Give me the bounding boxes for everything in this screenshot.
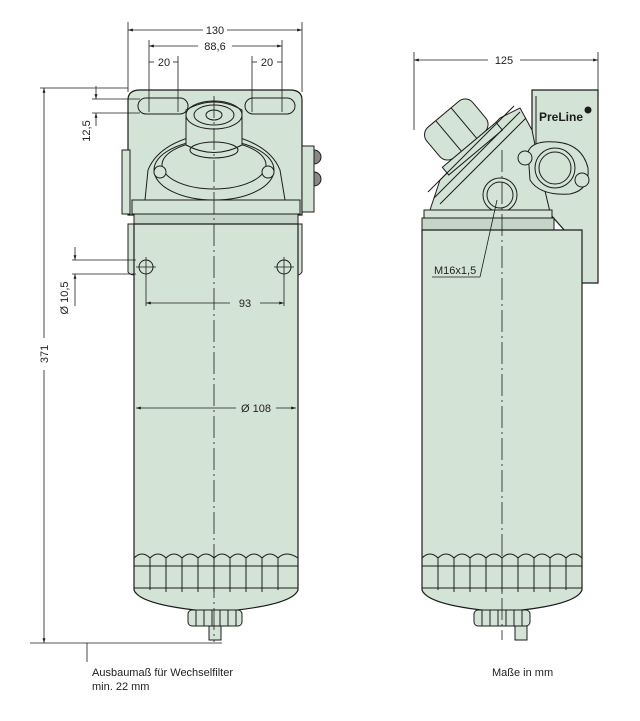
dim-mount-hole-spacing: 93 <box>239 298 251 310</box>
slot-left <box>137 97 189 115</box>
dim-overall-height: 371 <box>39 345 51 363</box>
side-view <box>421 89 599 641</box>
dim-hole-spacing-top: 88,6 <box>204 41 225 53</box>
dim-slot-right: 20 <box>261 57 273 69</box>
front-dimension-labels: 130 88,6 20 20 12,5 Ø 10,5 93 Ø 108 371 <box>39 25 273 415</box>
removal-clearance-note: Ausbaumaß für Wechselfilter min. 22 mm <box>92 666 233 694</box>
outlet-port <box>482 177 518 213</box>
front-view <box>121 89 322 641</box>
dim-overall-depth: 125 <box>495 55 513 67</box>
note-line-1: Ausbaumaß für Wechselfilter <box>92 667 234 679</box>
dim-slot-left: 20 <box>158 57 170 69</box>
dim-mount-hole-dia: Ø 10,5 <box>59 281 71 314</box>
note-line-2: min. 22 mm <box>92 681 150 693</box>
slot-right <box>244 97 296 115</box>
dim-overall-width: 130 <box>206 25 224 37</box>
side-dimension-labels: 125 M16x1,5 PreLine <box>434 55 583 277</box>
units-note: Maße in mm <box>492 667 554 679</box>
dim-bowl-diameter: Ø 108 <box>241 403 271 415</box>
brand-label: PreLine <box>539 110 583 124</box>
dim-slot-height: 12,5 <box>81 120 93 141</box>
dim-thread: M16x1,5 <box>434 265 476 277</box>
